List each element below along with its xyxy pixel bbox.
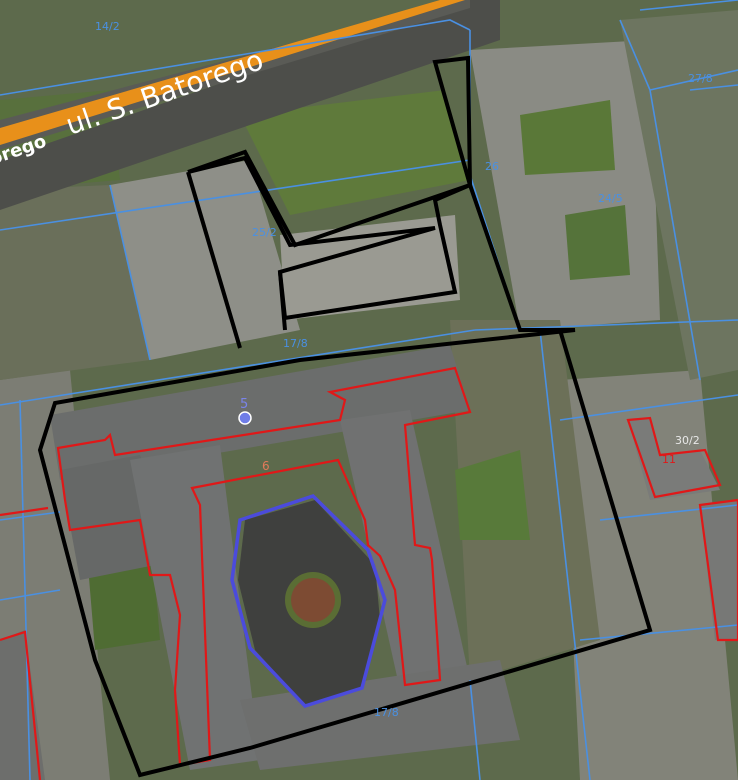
parcel-label-17-8-north: 17/8 [283,337,308,350]
courtyard [238,500,380,705]
map-labels: 14/2 27/8 24/5 26 25/2 17/8 30/2 17/8 5 … [95,20,713,719]
parcel-label-14-2: 14/2 [95,20,120,33]
building-label-6: 6 [262,459,270,473]
building-outlines [0,366,738,780]
parcel-label-25-2: 25/2 [252,226,277,239]
courtyard-zone [230,494,387,708]
parcel-label-30-2: 30/2 [675,434,700,447]
parcel-label-17-8-south: 17/8 [374,706,399,719]
parcel-label-24-5: 24/5 [598,192,623,205]
point-marker[interactable] [238,411,252,425]
building-label-11: 11 [662,453,676,466]
site-boundary [37,55,653,778]
parcel-label-27-8: 27/8 [688,72,713,85]
parcel-label-26: 26 [485,160,499,173]
building-label-5: 5 [240,397,248,412]
